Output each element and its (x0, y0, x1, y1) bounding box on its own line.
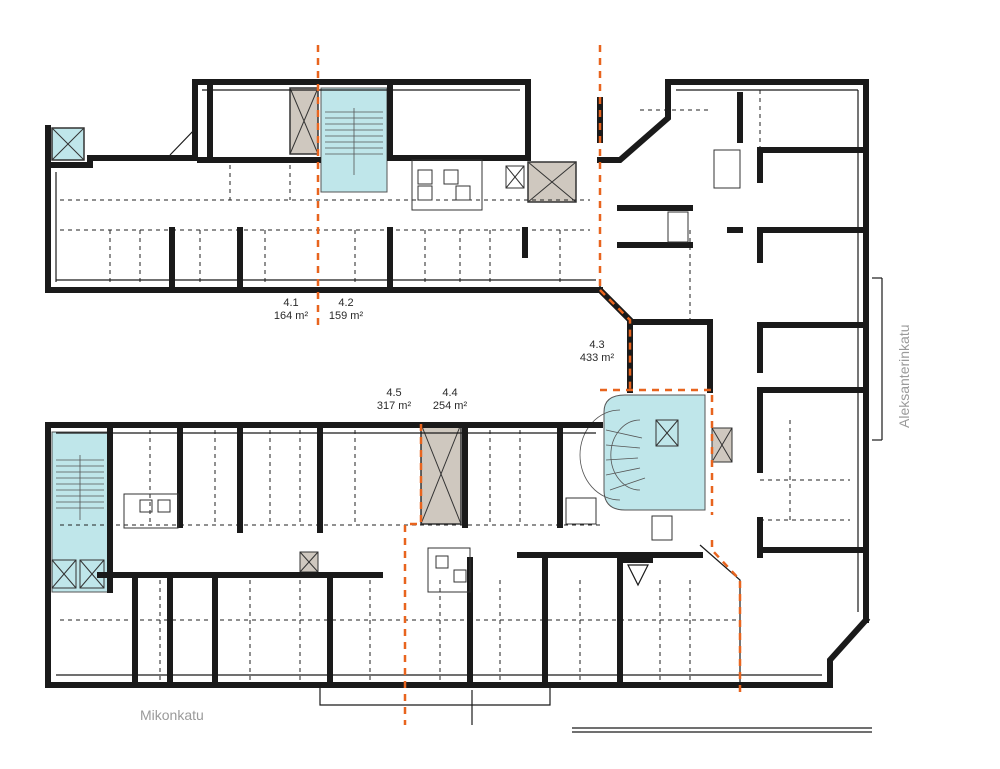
unit-area: 254 m² (432, 400, 468, 412)
unit-label-4-4: 4.4 254 m² (425, 387, 475, 413)
street-label-right: Aleksanterinkatu (896, 324, 912, 428)
unit-id: 4.2 (338, 297, 354, 309)
walls (45, 79, 871, 688)
dashed-partitions (60, 90, 850, 680)
unit-id: 4.1 (283, 297, 299, 309)
stair-treads (56, 108, 646, 520)
unit-area: 317 m² (376, 400, 412, 412)
unit-label-4-2: 4.2 159 m² (321, 297, 371, 323)
unit-label-4-3: 4.3 433 m² (572, 339, 622, 365)
unit-area: 164 m² (273, 310, 309, 322)
unit-id: 4.4 (442, 387, 458, 399)
unit-area: 433 m² (579, 352, 615, 364)
unit-label-4-5: 4.5 317 m² (369, 387, 419, 413)
unit-id: 4.3 (589, 339, 605, 351)
unit-dividers (316, 45, 742, 725)
unit-area: 159 m² (328, 310, 364, 322)
thin-walls (55, 89, 883, 733)
lift-crosses (51, 87, 733, 589)
unit-label-4-1: 4.1 164 m² (266, 297, 316, 323)
wc-blocks (123, 149, 741, 593)
stairwell-spiral (603, 394, 706, 511)
street-label-bottom: Mikonkatu (140, 707, 204, 723)
unit-id: 4.5 (386, 387, 402, 399)
